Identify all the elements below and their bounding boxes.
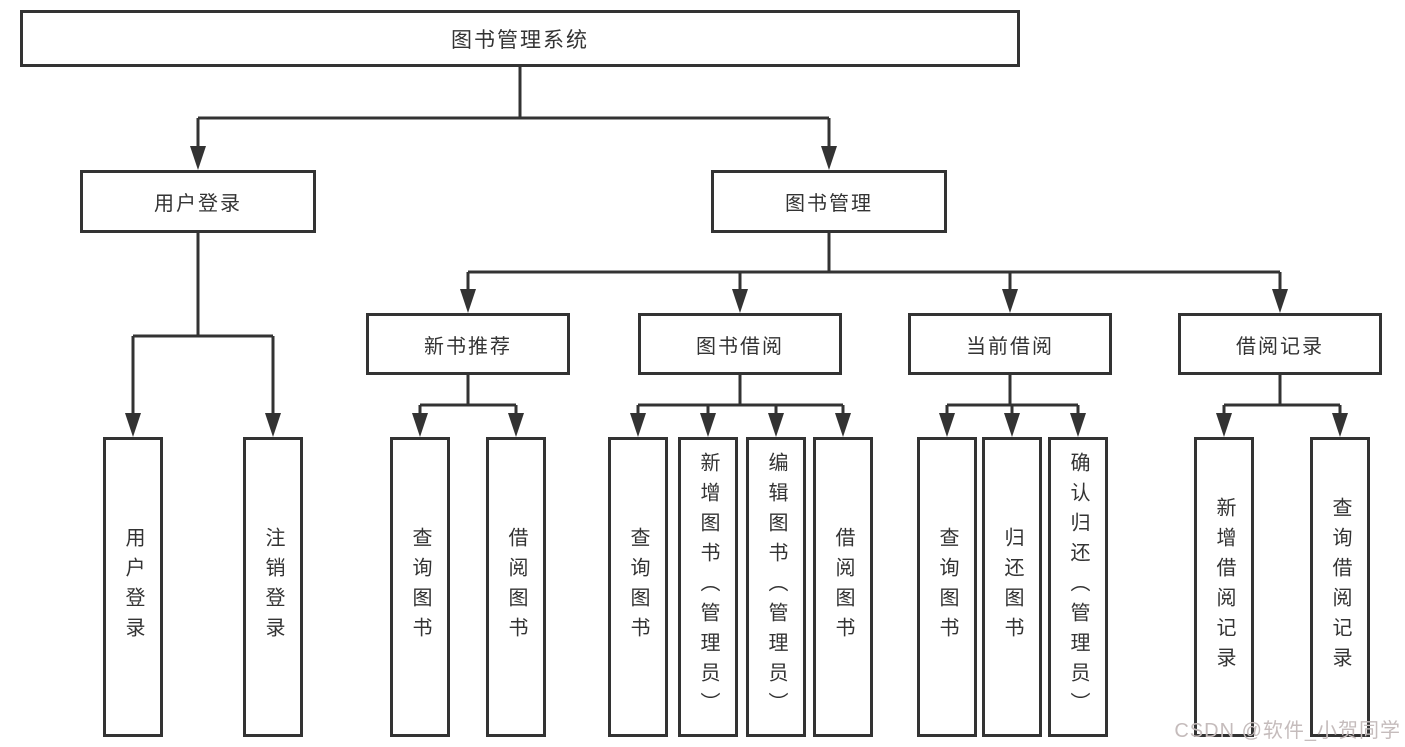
node-root: 图书管理系统 <box>20 10 1020 67</box>
node-borrow-records: 借阅记录 <box>1178 313 1382 375</box>
leaf-add-book-admin: 新增图书（管理员） <box>678 437 738 737</box>
node-user-login: 用户登录 <box>80 170 316 233</box>
arrowhead <box>732 289 748 313</box>
leaf-confirm-return-admin: 确认归还（管理员） <box>1048 437 1108 737</box>
leaf-user-login: 用户登录 <box>103 437 163 737</box>
csdn-watermark: CSDN @软件_小贺同学 <box>1174 720 1401 742</box>
leaf-query-borrow-record: 查询借阅记录 <box>1310 437 1370 737</box>
arrowhead <box>508 413 524 437</box>
node-book-borrow: 图书借阅 <box>638 313 842 375</box>
arrowhead <box>835 413 851 437</box>
arrowhead <box>460 289 476 313</box>
arrowhead <box>768 413 784 437</box>
arrowhead <box>939 413 955 437</box>
arrowhead <box>1272 289 1288 313</box>
leaf-query-books-borrow: 查询图书 <box>608 437 668 737</box>
leaf-logout-login: 注销登录 <box>243 437 303 737</box>
leaf-query-books-current: 查询图书 <box>917 437 977 737</box>
connector-borrow-records-branch <box>1222 375 1342 415</box>
arrowhead <box>700 413 716 437</box>
arrowhead <box>1216 413 1232 437</box>
arrowhead <box>265 413 281 437</box>
arrowhead <box>1070 413 1086 437</box>
leaf-borrow-books: 借阅图书 <box>813 437 873 737</box>
arrowhead <box>821 146 837 170</box>
arrowhead <box>630 413 646 437</box>
connector-current-borrow-branch <box>945 375 1080 415</box>
leaf-add-borrow-record: 新增借阅记录 <box>1194 437 1254 737</box>
connector-book-borrow-branch <box>636 375 845 415</box>
arrowhead <box>190 146 206 170</box>
node-book-management: 图书管理 <box>711 170 947 233</box>
leaf-query-books-recommend: 查询图书 <box>390 437 450 737</box>
leaf-borrow-books-recommend: 借阅图书 <box>486 437 546 737</box>
connector-root-to-level2 <box>196 67 831 148</box>
leaf-return-books: 归还图书 <box>982 437 1042 737</box>
connector-new-book-branch <box>418 375 518 415</box>
arrowhead <box>1004 413 1020 437</box>
arrowhead <box>1332 413 1348 437</box>
connector-book-management-branch <box>466 233 1282 291</box>
leaf-edit-book-admin: 编辑图书（管理员） <box>746 437 806 737</box>
arrowhead <box>125 413 141 437</box>
arrowhead <box>1002 289 1018 313</box>
arrowhead <box>412 413 428 437</box>
node-new-book-recommend: 新书推荐 <box>366 313 570 375</box>
connector-user-login-branch <box>131 233 275 415</box>
node-current-borrow: 当前借阅 <box>908 313 1112 375</box>
